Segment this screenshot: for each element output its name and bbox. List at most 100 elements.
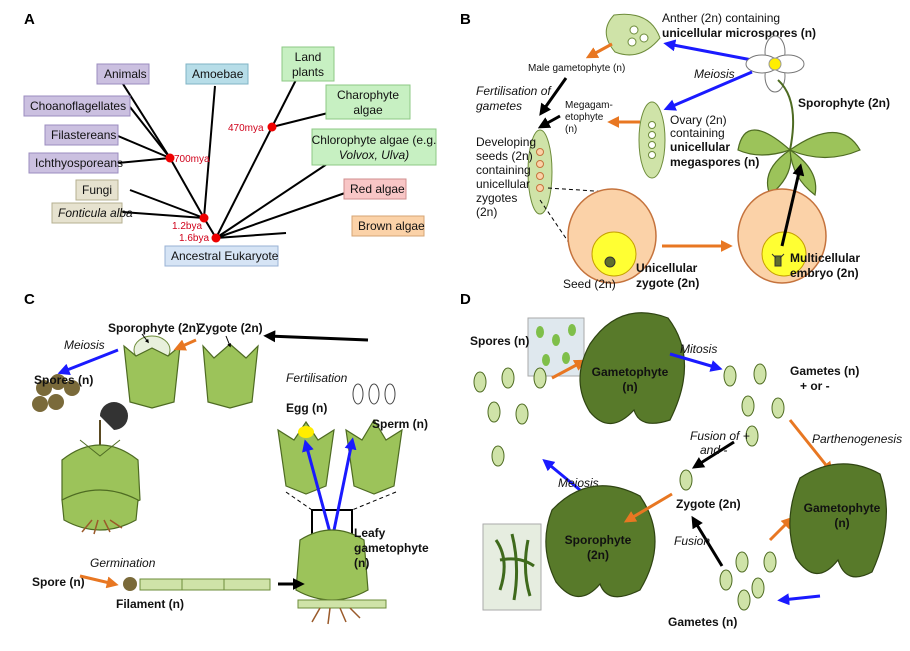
mitosis-label: Mitosis <box>680 342 717 356</box>
leafy-label-1: Leafy <box>354 526 386 540</box>
megagam-label-2: etophyte <box>565 112 604 123</box>
flower <box>745 35 805 93</box>
taxon-ichthyosporeans: Ichthyosporeans <box>35 156 123 170</box>
taxon-fungi: Fungi <box>82 183 112 197</box>
spore-cells <box>473 367 547 467</box>
arrow-fertilisation-c <box>263 330 369 343</box>
arrow-meiosis-c <box>57 348 119 375</box>
taxon-box-ichthyosporeans <box>28 152 119 174</box>
fertilisation-label-b-2: gametes <box>476 99 522 113</box>
gametophyte-top <box>579 312 686 425</box>
arrow-gametophyte-gametes <box>777 593 821 606</box>
gametophyte-top-1: Gametophyte <box>592 365 669 379</box>
egg-label: Egg (n) <box>286 401 327 415</box>
taxon-brown-algae: Brown algae <box>358 219 425 233</box>
meiosis-label-b: Meiosis <box>694 67 735 81</box>
sporophyte-leaf-1 <box>737 129 792 156</box>
sporophyte-d-1: Sporophyte <box>565 533 632 547</box>
fertilisation-label-b-1: Fertilisation of <box>476 84 552 98</box>
fusion-pm-1: Fusion of + <box>690 429 750 443</box>
archegonium <box>277 420 335 495</box>
antheridium <box>345 383 403 495</box>
seed-label: Seed (2n) <box>563 277 616 291</box>
megagam-label-3: (n) <box>565 124 577 135</box>
arrow-fusion-gametes <box>691 515 724 567</box>
gametophyte-top-2: (n) <box>622 380 637 394</box>
anther-label-1: Anther (2n) containing <box>662 11 780 25</box>
panel-c-letter: C <box>24 291 35 308</box>
gametophyte-bottom <box>789 463 887 578</box>
panel-c: C Sporophyte (2n) Zygote (2n) Meiosis Sp… <box>24 291 429 625</box>
sporophyte-leaf-2 <box>788 131 861 159</box>
fertilisation-label-c: Fertilisation <box>286 371 348 385</box>
sporophyte-label-b: Sporophyte (2n) <box>798 96 890 110</box>
arrow-zygote-sporophyte-d <box>623 492 673 523</box>
taxon-box-ancestral <box>164 245 279 267</box>
taxon-filastereans: Filastereans <box>51 128 116 142</box>
gametes-bottom-label: Gametes (n) <box>668 615 737 629</box>
spores-photo <box>527 317 585 377</box>
arrow-meiosis-anther <box>663 39 753 62</box>
dev-seeds-4: unicellular <box>476 177 530 191</box>
dev-seeds-5: zygotes <box>476 191 517 205</box>
taxon-box-fungi <box>75 179 119 201</box>
taxon-box-animals <box>96 63 150 85</box>
gametes-label-2: + or - <box>800 379 830 393</box>
taxon-box-brown-algae <box>351 215 425 237</box>
dashed-line-bottom <box>539 199 583 263</box>
taxon-charophyte-2: algae <box>353 103 383 117</box>
taxon-chlorophyte-2: Volvox, Ulva) <box>339 148 409 162</box>
ovary-shape <box>638 101 666 179</box>
arrow-mitosis <box>669 352 723 372</box>
taxon-animals: Animals <box>104 67 147 81</box>
spore-label-c: Spore (n) <box>32 575 85 589</box>
arrow-embryo-sporophyte <box>780 163 805 247</box>
moss-plant-left <box>61 439 141 531</box>
taxon-box-fonticula <box>51 202 123 224</box>
ovary-label-3: unicellular <box>670 140 730 154</box>
filament-shape <box>139 578 271 591</box>
taxon-fonticula: Fonticula alba <box>58 206 133 220</box>
sporophyte-label-c: Sporophyte (2n) <box>108 321 200 335</box>
arrow-spores-gametophyte <box>551 359 587 380</box>
seed-endosperm <box>591 231 637 277</box>
uni-zygote-1: Unicellular <box>636 261 698 275</box>
tree-branches <box>117 71 353 239</box>
panel-a: A 700mya 470mya 1.2bya 1.6bya <box>23 11 437 267</box>
sperm-label: Sperm (n) <box>372 417 428 431</box>
multi-embryo-1: Multicellular <box>790 251 860 265</box>
arrow-gametes-gametophyte <box>768 516 794 542</box>
megagam-label-1: Megagam- <box>565 100 613 111</box>
taxon-chlorophyte-1: Chlorophyte algae (e.g. <box>312 133 437 147</box>
node-1-2bya <box>199 213 209 223</box>
arrow-meiosis-d <box>542 458 581 492</box>
arrow-gametophyte-sperm <box>330 437 357 541</box>
gamete-cells-bottom <box>719 551 777 611</box>
arrow-anther-male <box>585 42 613 59</box>
panel-a-letter: A <box>24 11 35 28</box>
ovary-label-2: containing <box>670 126 725 140</box>
anther-label-2: unicellular microspores (n) <box>662 26 816 40</box>
node-1-6bya <box>211 233 221 243</box>
germination-label: Germination <box>90 556 156 570</box>
arrow-meiosis-ovary <box>663 70 753 111</box>
panel-b: B Anther (2n) containing unicellular mic… <box>460 11 890 291</box>
label-470mya: 470mya <box>228 123 264 134</box>
node-700mya <box>165 153 175 163</box>
spore-c <box>123 577 137 591</box>
leafy-label-3: (n) <box>354 556 369 570</box>
taxon-red-algae: Red algae <box>350 182 405 196</box>
taxon-choanoflagellates: Choanoflagellates <box>30 99 126 113</box>
sporophyte-d-2: (2n) <box>587 548 609 562</box>
leafy-label-2: gametophyte <box>354 541 429 555</box>
arrow-zygote-sporophyte <box>173 338 197 351</box>
spores-label-d: Spores (n) <box>470 334 529 348</box>
zygote-dot <box>604 256 616 268</box>
taxon-box-choanoflagellates <box>23 95 131 117</box>
gamete-cells-top <box>723 363 785 447</box>
dev-seeds-6: (2n) <box>476 205 497 219</box>
taxon-box-amoebae <box>185 63 249 85</box>
taxon-charophyte-1: Charophyte <box>337 88 399 102</box>
open-capsule <box>100 402 128 430</box>
